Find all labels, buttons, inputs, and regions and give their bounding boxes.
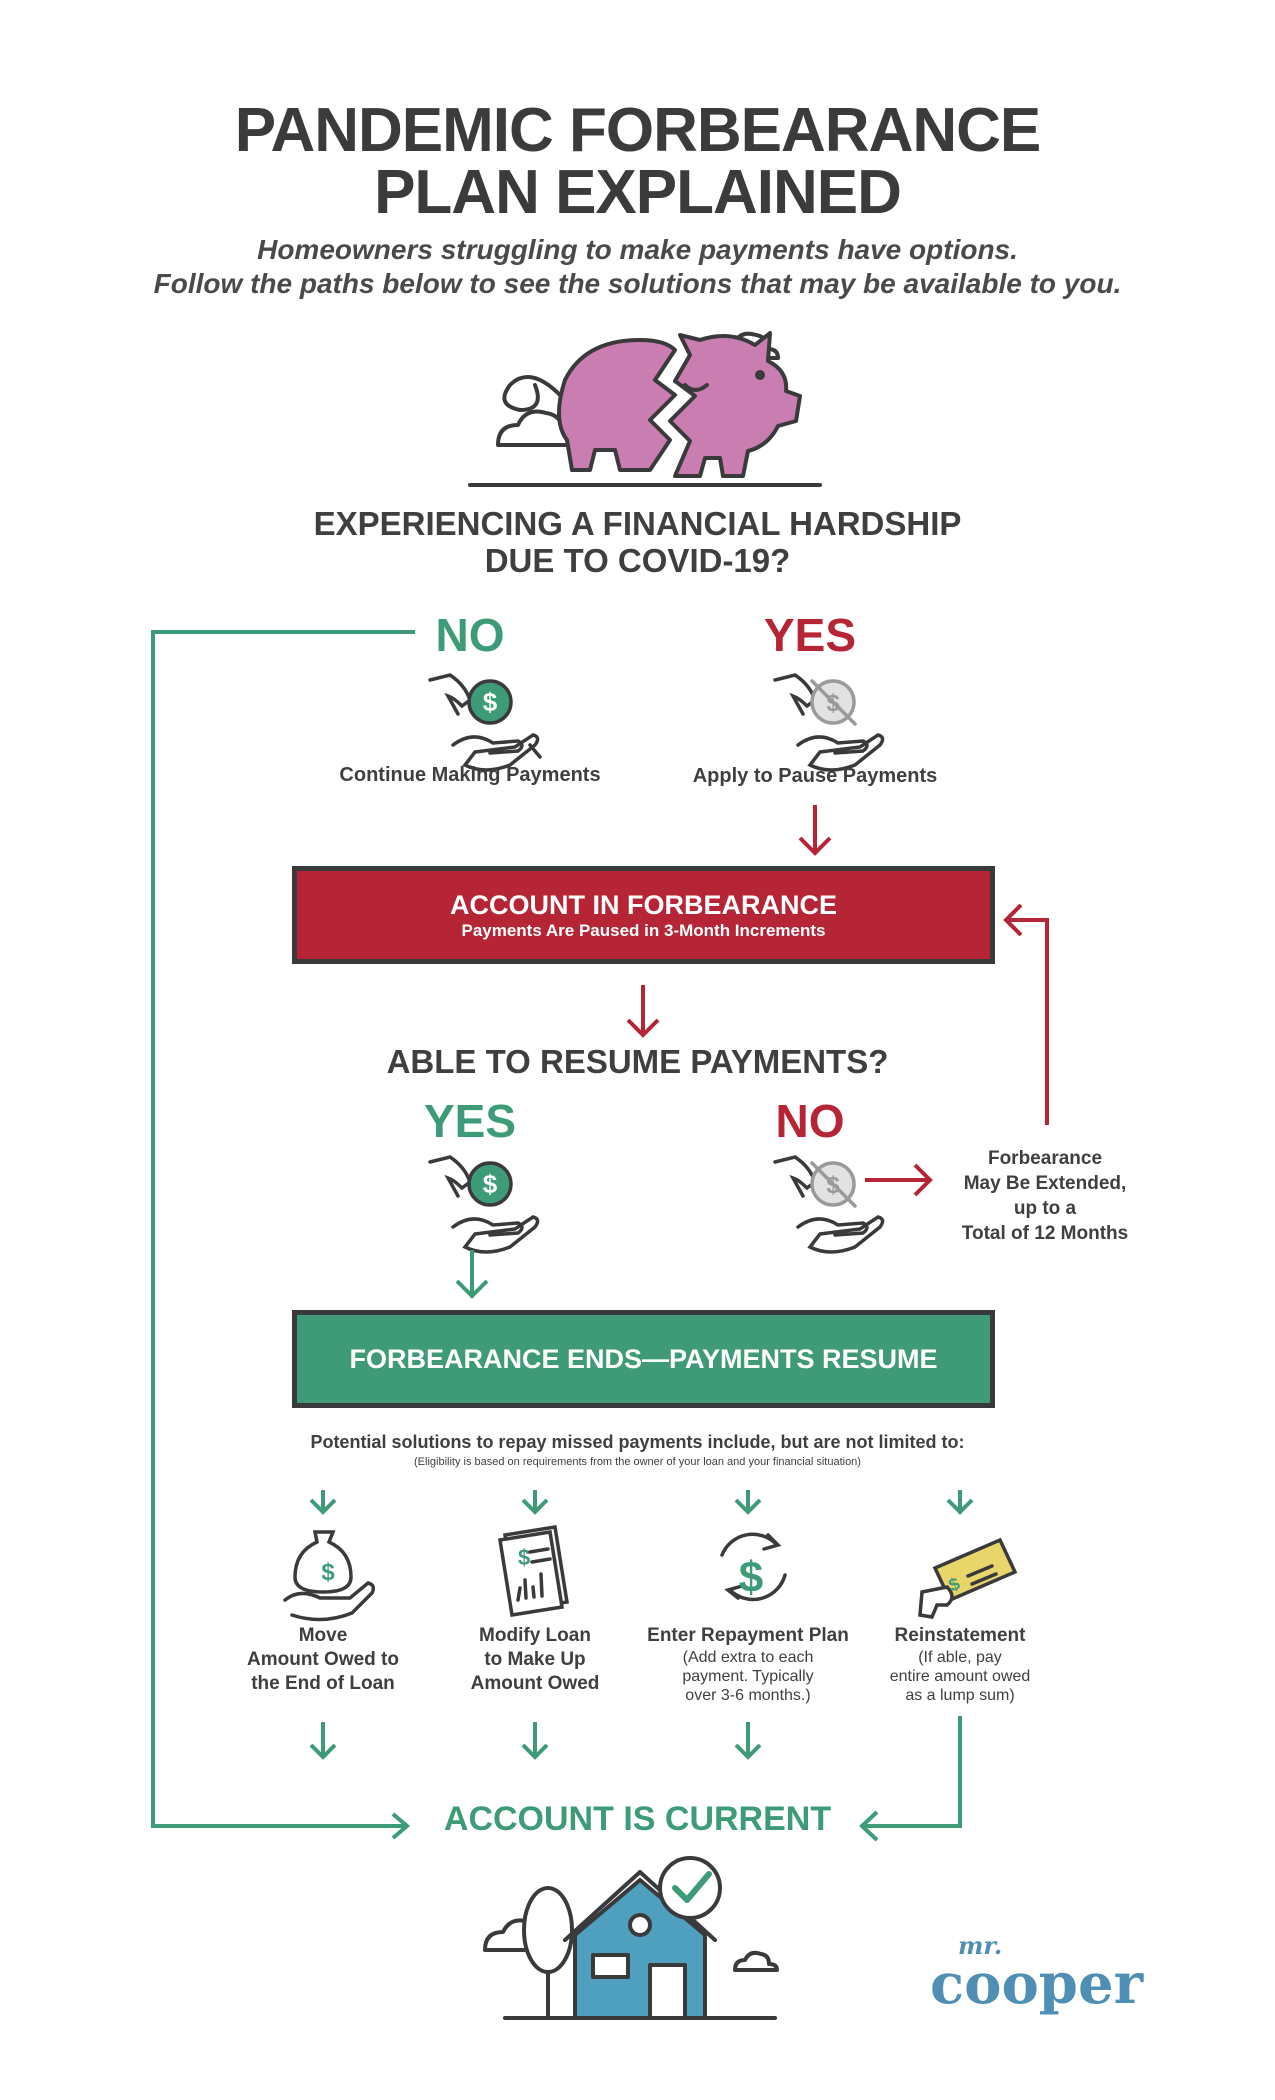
- forbearance-box-subtitle: Payments Are Paused in 3-Month Increment…: [461, 921, 826, 940]
- solution-4-detail-3: as a lump sum): [905, 1687, 1015, 1704]
- subtitle-line-1: Homeowners struggling to make payments h…: [257, 234, 1018, 265]
- logo-prefix: mr.: [958, 1931, 1003, 1960]
- svg-text:$: $: [321, 1559, 335, 1586]
- page-title: PANDEMIC FORBEARANCE PLAN EXPLAINED: [0, 100, 1275, 224]
- extension-line-4: Total of 12 Months: [961, 1223, 1129, 1244]
- continue-payments-caption: Continue Making Payments: [339, 764, 601, 786]
- solution-repayment-plan: Enter Repayment Plan (Add extra to each …: [628, 1624, 868, 1705]
- hardship-question: EXPERIENCING A FINANCIAL HARDSHIP DUE TO…: [0, 505, 1275, 579]
- forbearance-box-title: ACCOUNT IN FORBEARANCE: [450, 890, 837, 920]
- solutions-intro: Potential solutions to repay missed paym…: [310, 1432, 965, 1452]
- subtitle-line-2: Follow the paths below to see the soluti…: [153, 268, 1122, 299]
- solution-2-line-1: Modify Loan: [479, 1625, 591, 1646]
- resume-yes-label: YES: [423, 1095, 517, 1147]
- page-subtitle: Homeowners struggling to make payments h…: [0, 233, 1275, 301]
- hand-coin-icon: $: [428, 673, 542, 772]
- svg-text:$: $: [483, 1169, 498, 1199]
- logo-name: cooper: [930, 1951, 1144, 2017]
- solution-modify-loan: Modify Loan to Make Up Amount Owed: [425, 1624, 645, 1696]
- solution-3-detail-2: payment. Typically: [682, 1668, 814, 1685]
- solution-1-line-3: the End of Loan: [251, 1673, 395, 1694]
- broken-piggy-bank-icon: [468, 331, 822, 487]
- svg-text:$: $: [483, 687, 498, 717]
- pause-payments-caption: Apply to Pause Payments: [692, 765, 938, 787]
- solution-arrows-bottom: [309, 1716, 962, 1842]
- solution-reinstatement: Reinstatement (If able, pay entire amoun…: [850, 1624, 1070, 1705]
- hand-crossed-coin-icon: $: [773, 673, 885, 772]
- solution-3-title: Enter Repayment Plan: [647, 1625, 849, 1646]
- yes-label: YES: [763, 609, 857, 661]
- repayment-cycle-icon: $: [720, 1532, 787, 1602]
- hardship-question-line-1: EXPERIENCING A FINANCIAL HARDSHIP: [313, 505, 962, 542]
- house-checkmark-icon: [483, 1856, 779, 2020]
- solution-4-detail-2: entire amount owed: [889, 1668, 1031, 1685]
- solution-3-detail-1: (Add extra to each: [682, 1649, 814, 1666]
- solution-4-detail-1: (If able, pay: [918, 1649, 1002, 1666]
- money-bag-icon: $: [283, 1530, 376, 1622]
- resume-question: ABLE TO RESUME PAYMENTS?: [386, 1043, 889, 1080]
- no-path-line: [151, 630, 415, 1828]
- extension-line-2: May Be Extended,: [963, 1173, 1127, 1194]
- solution-4-title: Reinstatement: [894, 1625, 1026, 1646]
- no-label: NO: [435, 609, 505, 661]
- payments-resume-box: FORBEARANCE ENDS—PAYMENTS RESUME: [292, 1310, 995, 1408]
- resume-box-title: FORBEARANCE ENDS—PAYMENTS RESUME: [349, 1344, 938, 1374]
- account-in-forbearance-box: ACCOUNT IN FORBEARANCE Payments Are Paus…: [292, 866, 995, 964]
- check-payment-icon: $: [918, 1537, 1018, 1619]
- extension-line-3: up to a: [1013, 1198, 1077, 1219]
- account-current-label: ACCOUNT IS CURRENT: [443, 1800, 832, 1838]
- solution-2-line-3: Amount Owed: [470, 1673, 600, 1694]
- solution-move-amount: Move Amount Owed to the End of Loan: [213, 1624, 433, 1696]
- solution-1-line-1: Move: [298, 1625, 348, 1646]
- svg-text:$: $: [518, 1545, 530, 1570]
- mr-cooper-logo: mr. cooper: [930, 1931, 1160, 2017]
- extension-line-1: Forbearance: [987, 1148, 1103, 1169]
- title-line-1: PANDEMIC FORBEARANCE: [234, 96, 1042, 165]
- extension-loop-arrow: [1003, 903, 1049, 1125]
- solution-arrows-top: [309, 1490, 974, 1515]
- title-line-2: PLAN EXPLAINED: [374, 158, 902, 227]
- loan-document-icon: $: [497, 1524, 570, 1618]
- resume-no-label: NO: [775, 1095, 845, 1147]
- hand-crossed-coin-icon-2: $: [773, 1155, 885, 1254]
- solutions-note: (Eligibility is based on requirements fr…: [414, 1456, 861, 1468]
- hardship-question-line-2: DUE TO COVID-19?: [484, 542, 791, 579]
- solution-3-detail-3: over 3-6 months.): [685, 1687, 811, 1704]
- solution-2-line-2: to Make Up: [484, 1649, 586, 1670]
- extension-note: Forbearance May Be Extended, up to a Tot…: [935, 1146, 1155, 1246]
- hand-coin-icon-2: $: [428, 1155, 540, 1254]
- svg-text:$: $: [739, 1553, 763, 1602]
- solution-1-line-2: Amount Owed to: [247, 1649, 399, 1670]
